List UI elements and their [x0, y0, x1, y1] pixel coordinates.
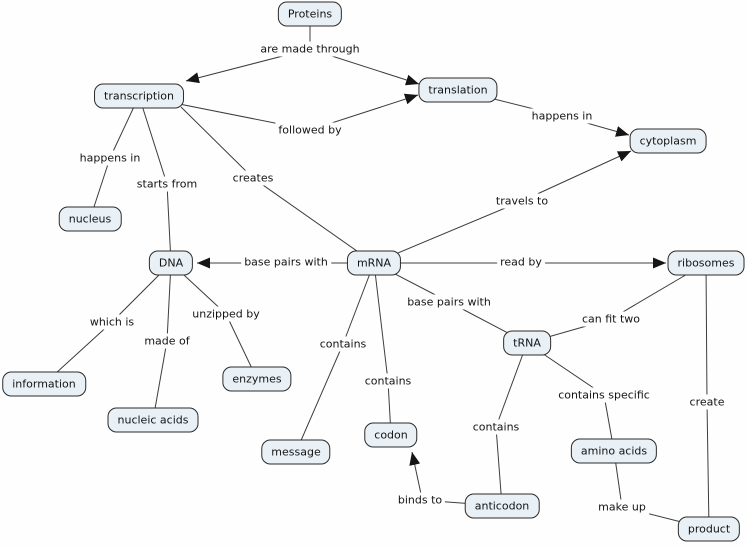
linking-phrase-made-of[interactable]: made of — [141, 333, 193, 349]
linking-phrase-read-by[interactable]: read by — [497, 254, 545, 270]
connection-line — [521, 150, 632, 202]
concept-codon[interactable]: codon — [364, 422, 418, 448]
connection-line — [252, 177, 375, 264]
linking-phrase-which-is[interactable]: which is — [86, 314, 138, 330]
linking-phrase-contains-message[interactable]: contains — [316, 336, 370, 352]
concept-anticodon[interactable]: anticodon — [464, 493, 540, 519]
linking-phrase-starts-from[interactable]: starts from — [133, 176, 201, 192]
concept-ribosomes[interactable]: ribosomes — [667, 250, 745, 276]
concept-dna[interactable]: DNA — [148, 250, 194, 276]
concept-enzymes[interactable]: enzymes — [222, 366, 292, 392]
connection-line — [495, 342, 528, 428]
concept-proteins[interactable]: Proteins — [277, 1, 343, 27]
linking-phrase-are-made-through[interactable]: are made through — [257, 41, 363, 57]
concept-cytoplasm[interactable]: cytoplasm — [629, 128, 707, 154]
connection-line — [180, 106, 254, 179]
concept-trna[interactable]: tRNA — [503, 330, 551, 356]
linking-phrase-create[interactable]: create — [686, 394, 728, 410]
linking-phrase-followed-by[interactable]: followed by — [275, 122, 345, 138]
linking-phrase-binds-to[interactable]: binds to — [394, 492, 446, 508]
concept-nucleus[interactable]: nucleus — [58, 206, 122, 232]
connection-line — [409, 451, 422, 495]
concept-amino-acids[interactable]: amino acids — [570, 438, 658, 464]
linking-phrase-travels-to[interactable]: travels to — [492, 193, 552, 209]
concept-mrna[interactable]: mRNA — [346, 250, 402, 276]
concept-product[interactable]: product — [677, 516, 741, 542]
connection-line — [705, 262, 708, 403]
linking-phrase-contains-codon[interactable]: contains — [361, 373, 415, 389]
connection-line — [152, 340, 168, 421]
linking-phrase-base-pairs-with-dna[interactable]: base pairs with — [241, 254, 331, 270]
concept-transcription[interactable]: transcription — [94, 83, 184, 109]
connection-line — [295, 343, 344, 453]
linking-phrase-base-pairs-with-trna[interactable]: base pairs with — [404, 294, 494, 310]
connection-line — [706, 401, 710, 530]
concept-message[interactable]: message — [261, 439, 331, 465]
linking-phrase-contains-specific[interactable]: contains specific — [555, 387, 653, 403]
linking-phrase-happens-in-transcription[interactable]: happens in — [76, 150, 144, 166]
connection-line — [138, 95, 168, 185]
linking-phrase-contains-anticodon[interactable]: contains — [469, 419, 523, 435]
connection-line — [166, 262, 172, 342]
linking-phrase-unzipped-by[interactable]: unzipped by — [189, 306, 263, 322]
concept-information[interactable]: information — [2, 371, 86, 397]
linking-phrase-can-fit-two[interactable]: can fit two — [578, 311, 644, 327]
connection-line — [373, 262, 389, 382]
connection-line — [342, 262, 375, 345]
connection-line — [495, 426, 503, 507]
linking-phrase-happens-in-translation[interactable]: happens in — [528, 108, 596, 124]
connection-line — [166, 183, 172, 264]
concept-nucleic-acids[interactable]: nucleic acids — [107, 407, 199, 433]
linking-phrase-make-up[interactable]: make up — [595, 499, 649, 515]
linking-phrase-creates[interactable]: creates — [229, 170, 277, 186]
concept-translation[interactable]: translation — [418, 77, 498, 103]
